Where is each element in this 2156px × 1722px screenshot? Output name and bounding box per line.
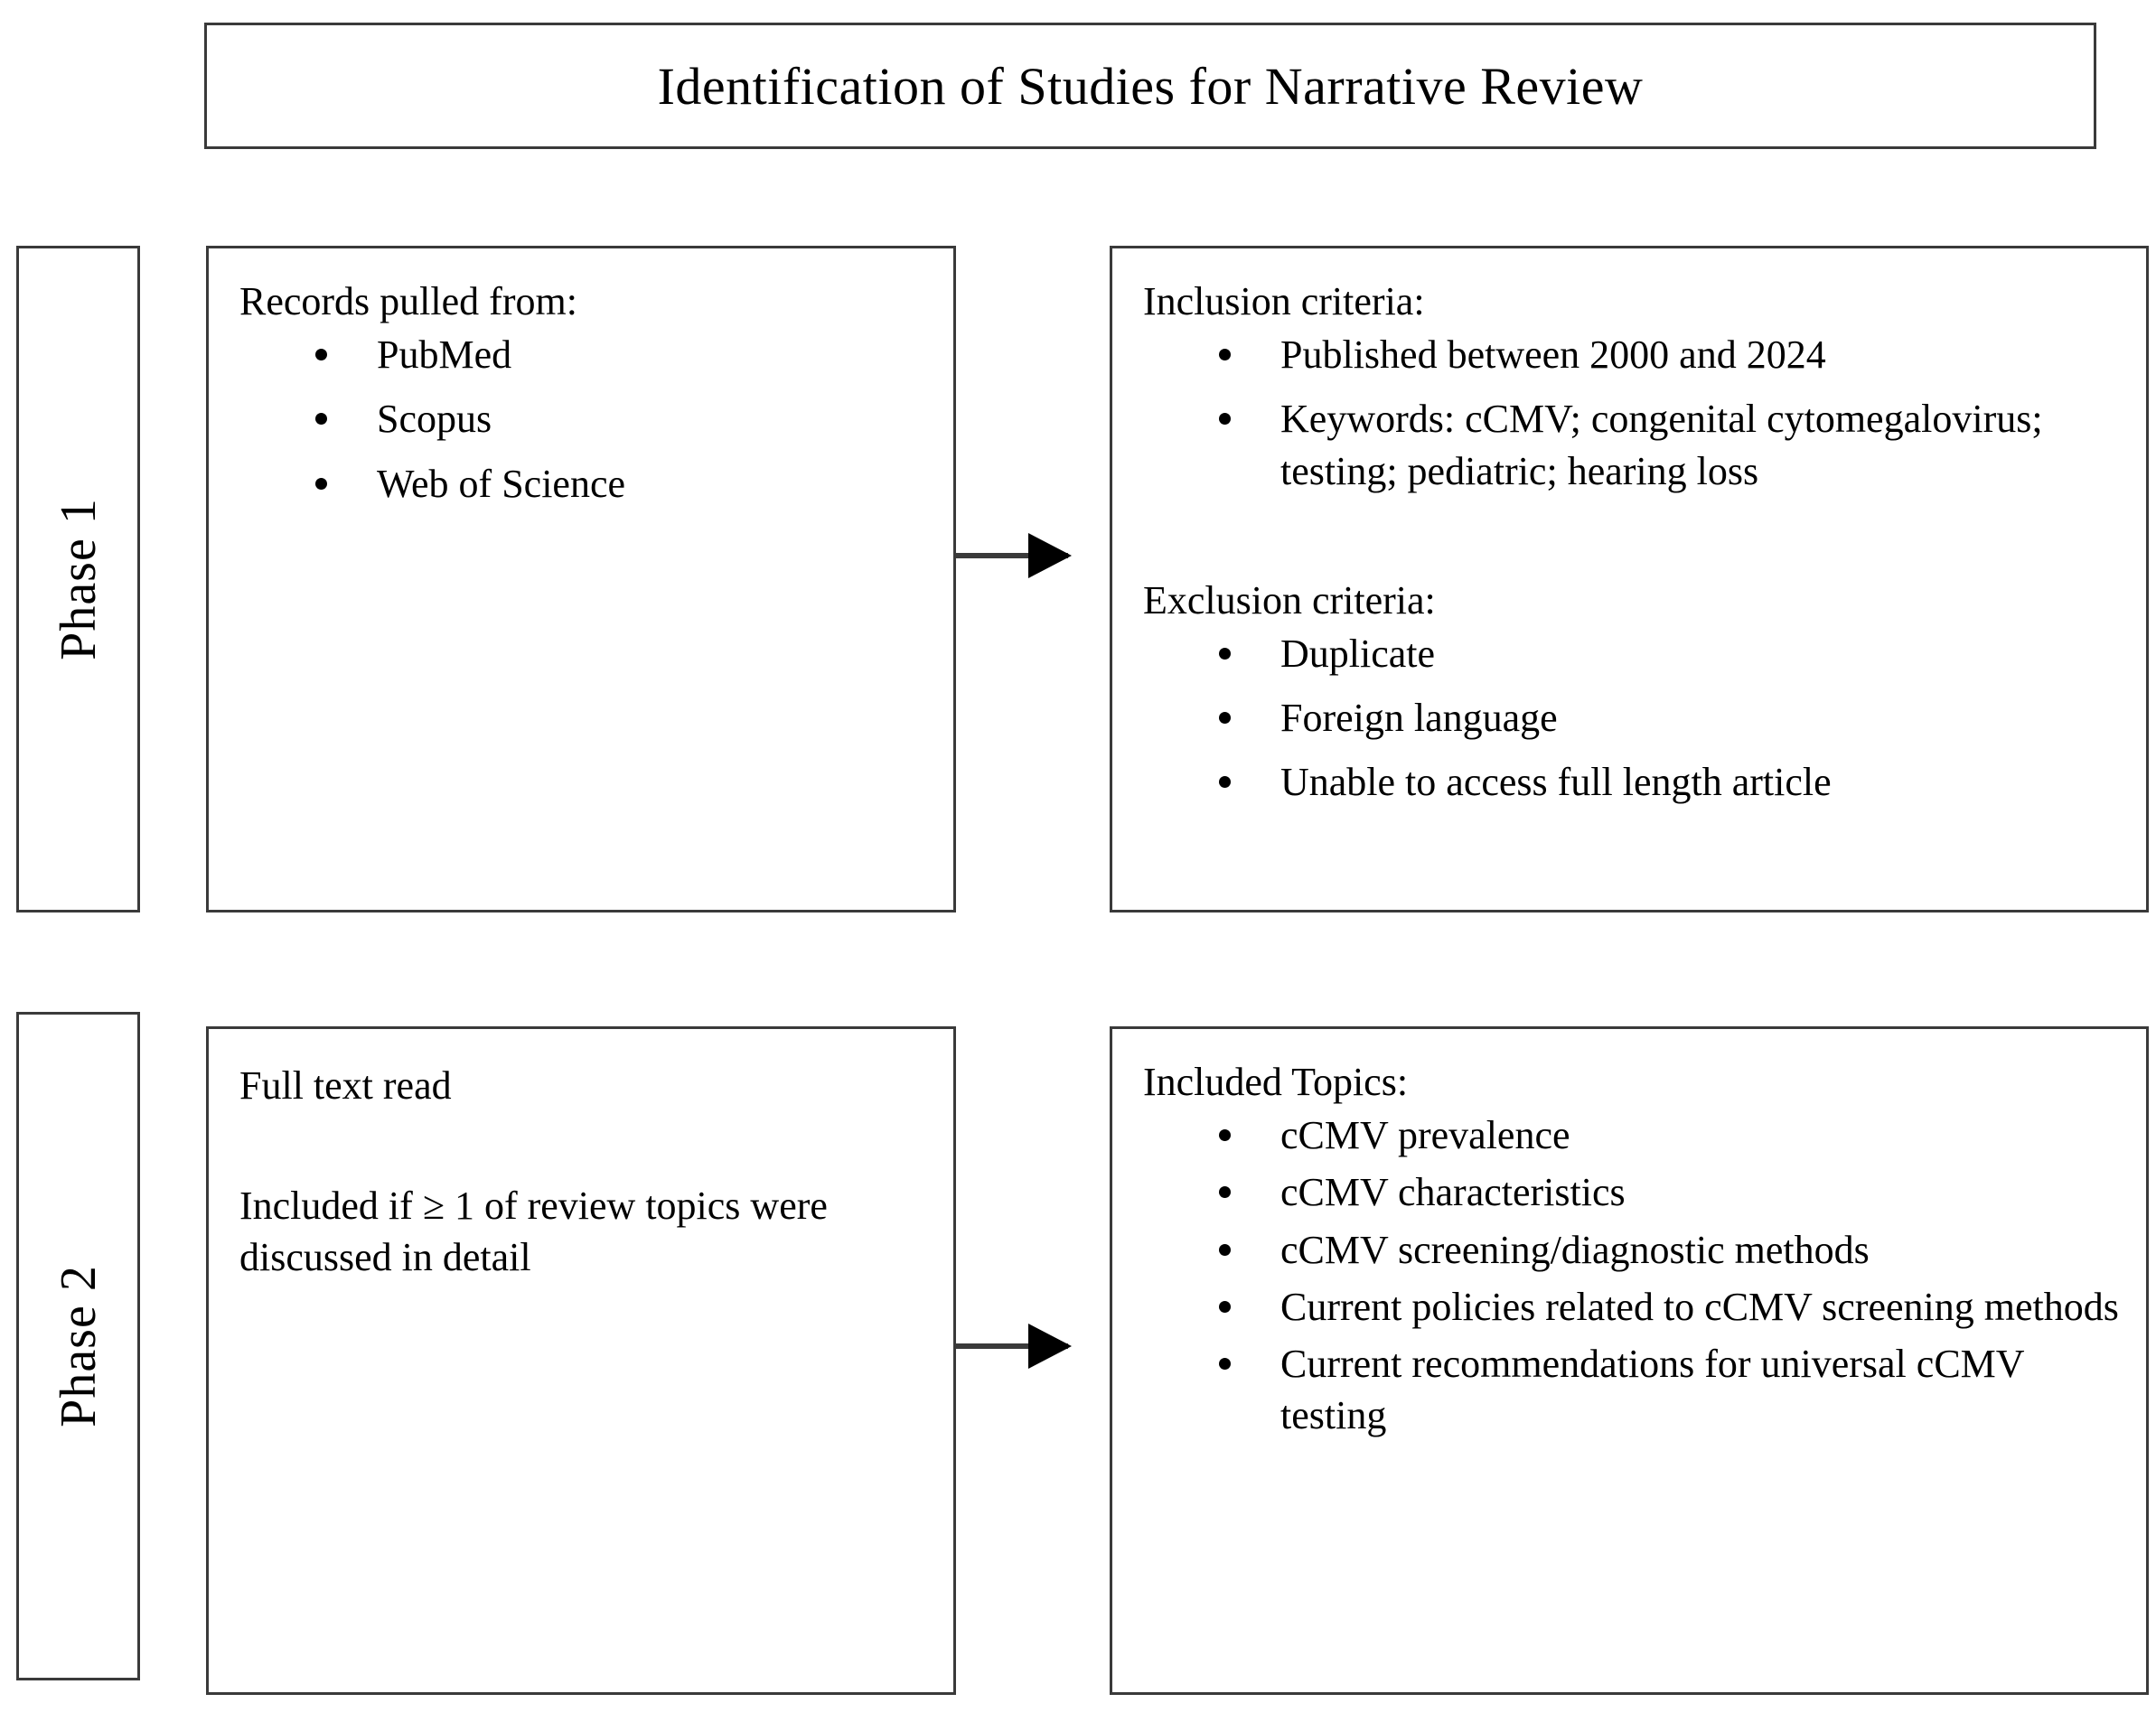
list-item: cCMV characteristics bbox=[1214, 1166, 2119, 1218]
phase-2-flow-arrow-icon bbox=[956, 1324, 1072, 1369]
fulltext-spacer bbox=[239, 1111, 926, 1180]
list-item: Keywords: cCMV; congenital cytomegalovir… bbox=[1214, 393, 2119, 496]
phase-1-label-box: Phase 1 bbox=[16, 246, 140, 912]
records-source-list: PubMed Scopus Web of Science bbox=[239, 329, 926, 510]
phase-2-topics-box: Included Topics: cCMV prevalence cCMV ch… bbox=[1110, 1026, 2149, 1695]
records-pulled-heading: Records pulled from: bbox=[239, 279, 577, 323]
list-item: Published between 2000 and 2024 bbox=[1214, 329, 2119, 380]
inclusion-rule-line: Included if ≥ 1 of review topics were di… bbox=[239, 1184, 828, 1280]
included-topics-heading: Included Topics: bbox=[1143, 1060, 1409, 1104]
inclusion-criteria-list: Published between 2000 and 2024 Keywords… bbox=[1143, 329, 2119, 497]
list-item: Scopus bbox=[310, 393, 926, 445]
phase-2-fulltext-box: Full text read Included if ≥ 1 of review… bbox=[206, 1026, 956, 1695]
inclusion-criteria-heading: Inclusion criteria: bbox=[1143, 279, 1425, 323]
list-item: Duplicate bbox=[1214, 628, 2119, 679]
list-item: Foreign language bbox=[1214, 692, 2119, 744]
list-item: cCMV prevalence bbox=[1214, 1109, 2119, 1161]
list-item: Current policies related to cCMV screeni… bbox=[1214, 1281, 2119, 1333]
exclusion-criteria-heading: Exclusion criteria: bbox=[1143, 577, 1436, 622]
diagram-title-box: Identification of Studies for Narrative … bbox=[204, 23, 2096, 149]
list-item: Current recommendations for universal cC… bbox=[1214, 1338, 2119, 1441]
list-item: Web of Science bbox=[310, 458, 926, 510]
exclusion-criteria-list: Duplicate Foreign language Unable to acc… bbox=[1143, 628, 2119, 809]
diagram-title-text: Identification of Studies for Narrative … bbox=[657, 56, 1644, 116]
list-item: PubMed bbox=[310, 329, 926, 380]
phase-2-label-box: Phase 2 bbox=[16, 1012, 140, 1680]
full-text-read-line: Full text read bbox=[239, 1063, 452, 1108]
phase-2-label-text: Phase 2 bbox=[50, 1265, 107, 1427]
phase-1-criteria-box: Inclusion criteria: Published between 20… bbox=[1110, 246, 2149, 912]
included-topics-list: cCMV prevalence cCMV characteristics cCM… bbox=[1143, 1109, 2119, 1441]
phase-1-sources-box: Records pulled from: PubMed Scopus Web o… bbox=[206, 246, 956, 912]
phase-1-flow-arrow-icon bbox=[956, 533, 1072, 578]
criteria-spacer bbox=[1143, 510, 2119, 578]
phase-1-label-text: Phase 1 bbox=[50, 498, 107, 660]
list-item: cCMV screening/diagnostic methods bbox=[1214, 1224, 2119, 1276]
list-item: Unable to access full length article bbox=[1214, 756, 2119, 808]
